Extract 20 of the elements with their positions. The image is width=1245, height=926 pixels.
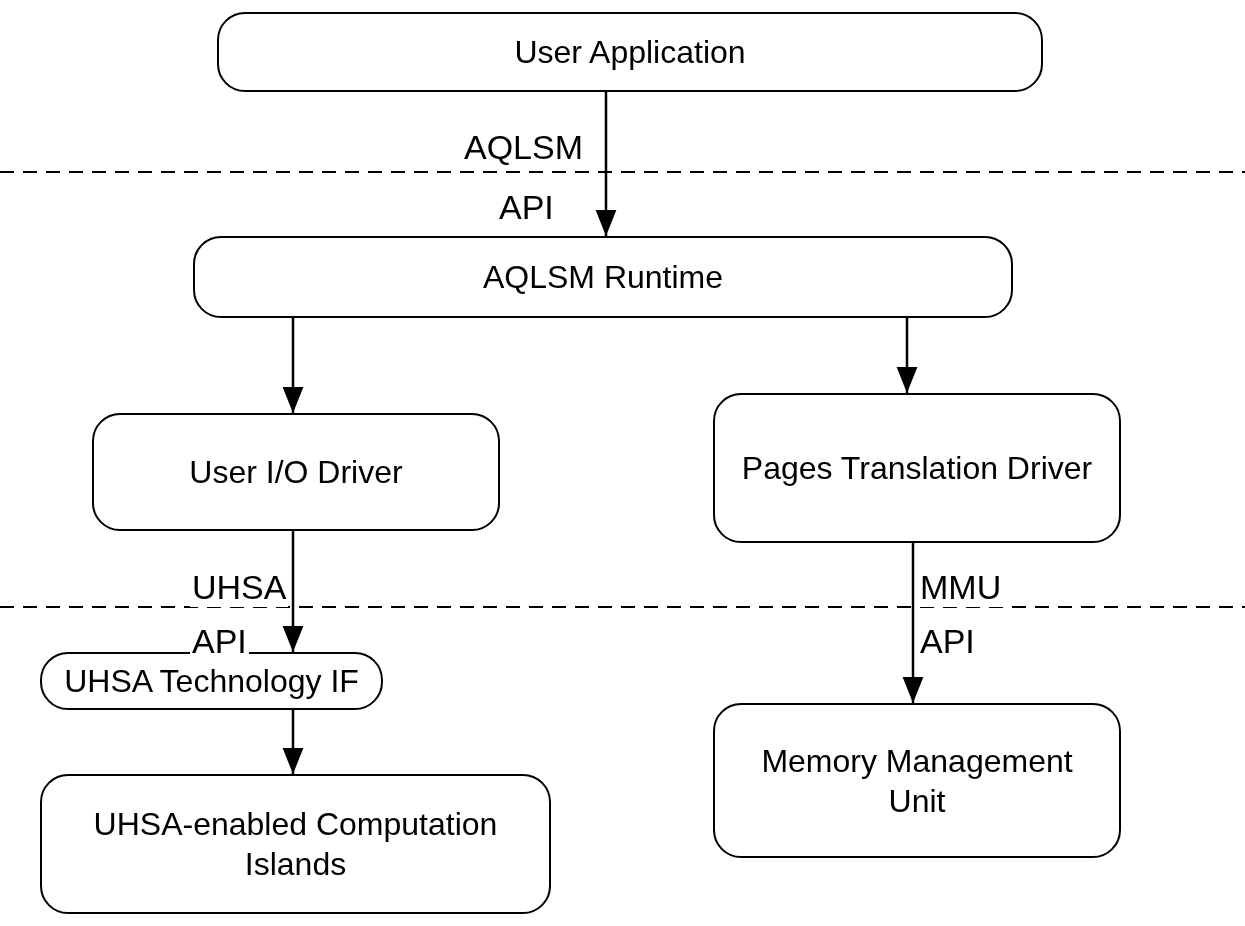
rounded-box	[217, 12, 1043, 92]
arrow	[896, 318, 918, 393]
box-label: Pages Translation Driver	[741, 449, 1093, 488]
arrow	[282, 531, 304, 652]
rounded-box	[713, 393, 1121, 543]
arrow	[595, 92, 617, 236]
arrow	[902, 543, 924, 703]
rounded-box	[40, 652, 383, 710]
arrow	[282, 710, 304, 774]
box-label: User Application	[514, 33, 746, 72]
box-label: UHSA-enabled Computation Islands	[92, 805, 499, 884]
box-label: Memory Management Unit	[760, 741, 1074, 821]
box-label: AQLSM Runtime	[482, 258, 724, 297]
box-label: User I/O Driver	[189, 453, 403, 492]
arrow	[282, 318, 304, 413]
rounded-box	[92, 413, 500, 531]
box-label: UHSA Technology IF	[64, 662, 359, 701]
rounded-box	[713, 703, 1121, 858]
rounded-box	[40, 774, 551, 914]
rounded-box	[193, 236, 1013, 318]
